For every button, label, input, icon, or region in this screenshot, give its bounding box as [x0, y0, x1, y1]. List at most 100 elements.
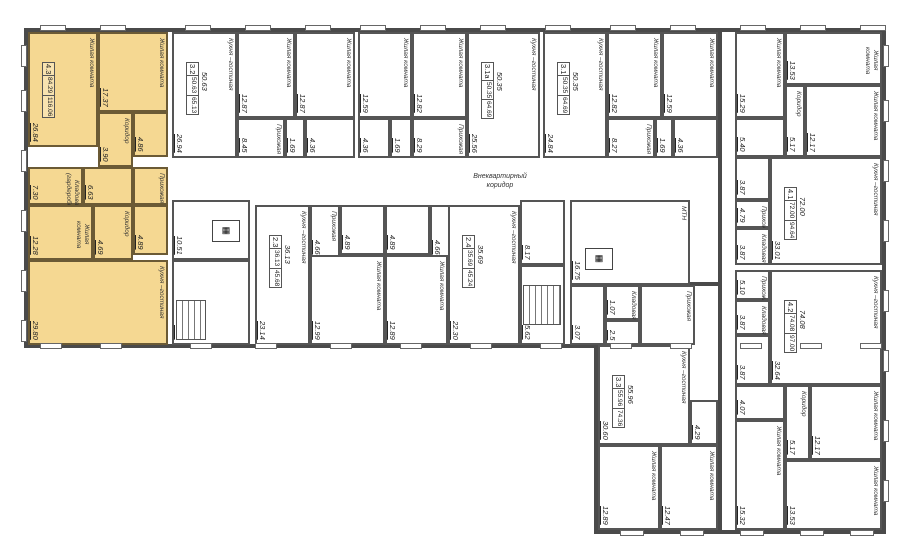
room-c3: 8.17: [520, 200, 565, 265]
room-name: Жилая комната: [650, 451, 657, 501]
window: [21, 90, 27, 112]
room-area: 4.86: [136, 137, 145, 152]
badge-living: 55.96: [613, 388, 624, 407]
room-a43r4: 4.86: [133, 112, 168, 157]
window: [21, 210, 27, 232]
room-area: 3.87: [738, 365, 747, 380]
window: [670, 25, 696, 31]
room-area: 4.66: [313, 240, 322, 255]
window: [740, 343, 762, 349]
window: [330, 343, 352, 349]
elevator-icon: ▦: [212, 220, 240, 242]
room-area: 12.89: [388, 321, 397, 340]
window: [610, 25, 636, 31]
room-name: Коридор: [123, 118, 130, 144]
room-c7: 3.07: [570, 285, 605, 345]
window: [540, 343, 562, 349]
room-a42r2: Кладовая 3.87: [735, 300, 770, 335]
badge-num: 3.3: [614, 377, 623, 388]
room-name: Жилая комната: [402, 38, 409, 88]
window: [610, 343, 632, 349]
room-name: Кладовая: [760, 306, 767, 335]
room-area: 4.89: [388, 235, 397, 250]
room-area: 12.87: [240, 94, 249, 113]
apartment-living-area: 36.13: [283, 245, 292, 264]
apartment-living-area: 72.00: [798, 197, 807, 216]
room-name: Коридор: [800, 391, 807, 417]
room-name: Кухня –гостиная: [872, 163, 879, 216]
room-area: 12.87: [298, 94, 307, 113]
room-area: 12.28: [31, 236, 40, 255]
room-name: Жилая комната: [375, 261, 382, 311]
badge-living: 50.63: [187, 75, 198, 94]
badge-living: 50.35: [558, 75, 569, 94]
window: [360, 25, 386, 31]
apartment-living-area: 74.08: [798, 310, 807, 329]
room-area: 12.59: [665, 94, 674, 113]
room-name: Кладовая (гардеробная): [65, 173, 80, 217]
room-a31ar4: 4.36: [358, 118, 390, 158]
room-name: Прихожая: [457, 124, 464, 155]
room-name: Прихожая: [158, 173, 165, 204]
window: [680, 530, 704, 536]
room-name: Кухня –гостиная: [300, 211, 307, 264]
room-name: Жилая комната: [88, 38, 95, 88]
window: [21, 270, 27, 292]
room-area: 3.87: [738, 315, 747, 330]
room-a43r7: Прихожая: [133, 167, 168, 205]
room-area: 33.01: [773, 241, 782, 260]
room-area: 4.36: [676, 138, 685, 153]
window: [883, 220, 889, 242]
badge-total: 74.36: [613, 407, 624, 427]
room-name: Жилая комната: [864, 46, 879, 75]
window: [860, 343, 882, 349]
window: [883, 160, 889, 182]
room-name: Прихожая: [645, 124, 652, 155]
badge-num: 4.2: [786, 302, 795, 313]
room-a43r6: 6.63: [83, 167, 133, 205]
badge-num: 2.3: [271, 237, 280, 248]
room-area: 4.89: [343, 235, 352, 250]
room-name: Кухня –гостиная: [530, 38, 537, 91]
room-name: Коридор: [123, 211, 130, 237]
room-area: 17.37: [101, 88, 110, 107]
room-area: 12.17: [808, 133, 817, 152]
badge-total: 94.64: [785, 219, 796, 239]
window: [190, 343, 212, 349]
room-area: 12.82: [610, 94, 619, 113]
room-name: Жилая комната: [708, 451, 715, 501]
room-area: 4.36: [361, 138, 370, 153]
room-a32r6: 4.36: [305, 118, 355, 158]
window: [850, 530, 874, 536]
room-area: 22.30: [451, 321, 460, 340]
room-area: 3.87: [738, 245, 747, 260]
room-c9: Прихожая: [640, 285, 695, 345]
badge-num: 4.1: [786, 189, 795, 200]
window: [100, 25, 126, 31]
window: [21, 45, 27, 67]
apartment-living-area: 50.35: [571, 72, 580, 91]
badge-total: 45.24: [463, 267, 474, 287]
room-area: 4.66: [433, 240, 442, 255]
room-area: 8.27: [610, 138, 619, 153]
elevator-icon: ▦: [585, 248, 613, 270]
room-area: 2.5: [608, 329, 617, 340]
badge-total: 64.69: [558, 94, 569, 114]
window: [883, 480, 889, 502]
window: [883, 100, 889, 122]
window: [21, 150, 27, 172]
